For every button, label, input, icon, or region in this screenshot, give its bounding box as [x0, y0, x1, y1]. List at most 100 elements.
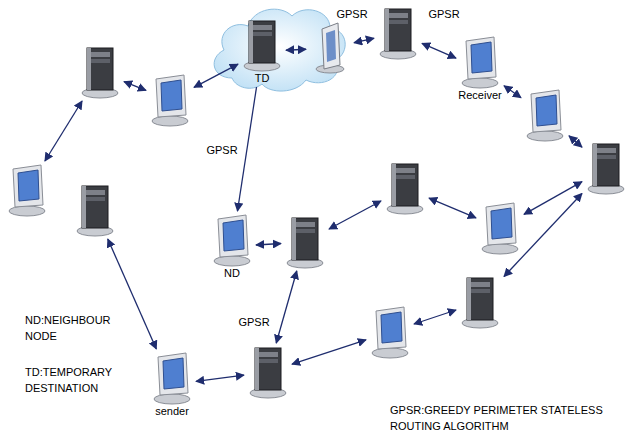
- router-device: [322, 23, 340, 69]
- monitor-screen: [491, 208, 512, 239]
- node-label: ND: [224, 267, 240, 280]
- drive-bay: [388, 13, 408, 18]
- link-arrow: [569, 136, 582, 147]
- link-arrow: [196, 375, 244, 381]
- monitor-body: [158, 353, 188, 395]
- tower-edge: [87, 48, 91, 90]
- tower-edge: [292, 218, 296, 260]
- tower-edge: [392, 164, 396, 206]
- monitor-screen: [18, 170, 39, 201]
- drive-bay: [258, 359, 278, 363]
- network-node: [383, 161, 427, 215]
- link-arrow: [256, 243, 281, 245]
- computer-icon: [148, 73, 192, 127]
- legend-note: GPSR:GREEDY PERIMETER STATELESS ROUTING …: [390, 402, 625, 434]
- computer-icon: [308, 21, 352, 75]
- drive-bay: [295, 229, 315, 233]
- monitor-screen: [471, 42, 492, 73]
- edge-label: GPSR: [334, 8, 369, 21]
- computer-icon: [283, 215, 327, 269]
- computer-icon: [523, 88, 567, 142]
- computer-icon: [584, 141, 628, 195]
- network-node: [5, 163, 49, 217]
- computer-icon: [368, 305, 412, 359]
- computer-icon: [458, 35, 502, 89]
- server-tower: [467, 278, 493, 320]
- router-panel: [326, 30, 336, 62]
- tower-edge: [385, 9, 389, 51]
- network-node: sender: [150, 351, 194, 418]
- drive-bay: [395, 168, 415, 173]
- link-arrow: [286, 49, 306, 50]
- edge-label: GPSR: [426, 8, 461, 21]
- server-tower: [87, 48, 113, 90]
- cloud-shape: [214, 9, 345, 91]
- monitor-screen: [381, 312, 402, 343]
- computer-icon: [150, 351, 194, 405]
- node-label: TD: [255, 72, 270, 85]
- network-node: [148, 73, 192, 127]
- drive-bay: [388, 20, 408, 24]
- network-node: [376, 6, 420, 60]
- network-node: [283, 215, 327, 269]
- monitor-body: [486, 203, 516, 245]
- stand-base: [462, 78, 498, 88]
- drive-bay: [90, 59, 110, 63]
- monitor-screen: [536, 95, 557, 126]
- monitor-body: [376, 307, 406, 349]
- computer-icon: [478, 201, 522, 255]
- monitor-body: [466, 37, 496, 79]
- node-label: Receiver: [458, 89, 501, 102]
- network-node: [73, 183, 117, 237]
- computer-icon: [73, 183, 117, 237]
- server-tower: [385, 9, 411, 51]
- network-node: [246, 345, 290, 399]
- monitor-body: [218, 215, 248, 257]
- server-tower: [392, 164, 418, 206]
- network-node: [523, 88, 567, 142]
- monitor-screen: [163, 358, 184, 389]
- server-tower: [255, 348, 281, 390]
- drive-bay: [90, 52, 110, 57]
- link-arrow: [276, 271, 296, 343]
- tower-edge: [255, 348, 259, 390]
- server-tower: [249, 21, 275, 63]
- drive-bay: [470, 289, 490, 293]
- network-node: TD: [240, 18, 284, 85]
- link-arrow: [329, 201, 381, 229]
- stand-base: [152, 116, 188, 126]
- network-node: [458, 275, 502, 329]
- tower-edge: [249, 21, 253, 63]
- drive-bay: [252, 25, 272, 30]
- link-arrow: [108, 239, 157, 349]
- drive-bay: [395, 175, 415, 179]
- computer-icon: [240, 18, 284, 72]
- monitor-screen: [223, 220, 244, 251]
- drive-bay: [596, 148, 616, 153]
- tower-edge: [82, 186, 86, 228]
- network-node: [584, 141, 628, 195]
- computer-icon: [246, 345, 290, 399]
- link-arrow: [354, 38, 374, 42]
- link-arrow: [194, 64, 238, 87]
- legend-note: TD:TEMPORARY DESTINATION: [25, 364, 125, 396]
- link-arrow: [124, 82, 146, 91]
- link-arrow: [524, 182, 582, 215]
- link-arrow: [45, 101, 82, 161]
- monitor-body: [531, 90, 561, 132]
- computer-icon: [78, 45, 122, 99]
- link-arrow: [504, 86, 521, 98]
- server-tower: [82, 186, 108, 228]
- server-tower: [292, 218, 318, 260]
- monitor-body: [13, 165, 43, 207]
- drive-bay: [85, 190, 105, 195]
- link-arrow: [429, 198, 476, 218]
- legend-note: ND:NEIGHBOUR NODE: [25, 312, 125, 344]
- network-node: Receiver: [458, 35, 502, 102]
- stand-base: [482, 244, 518, 254]
- tower-edge: [467, 278, 471, 320]
- stand-base: [372, 348, 408, 358]
- network-node: [478, 201, 522, 255]
- monitor-screen: [161, 80, 182, 111]
